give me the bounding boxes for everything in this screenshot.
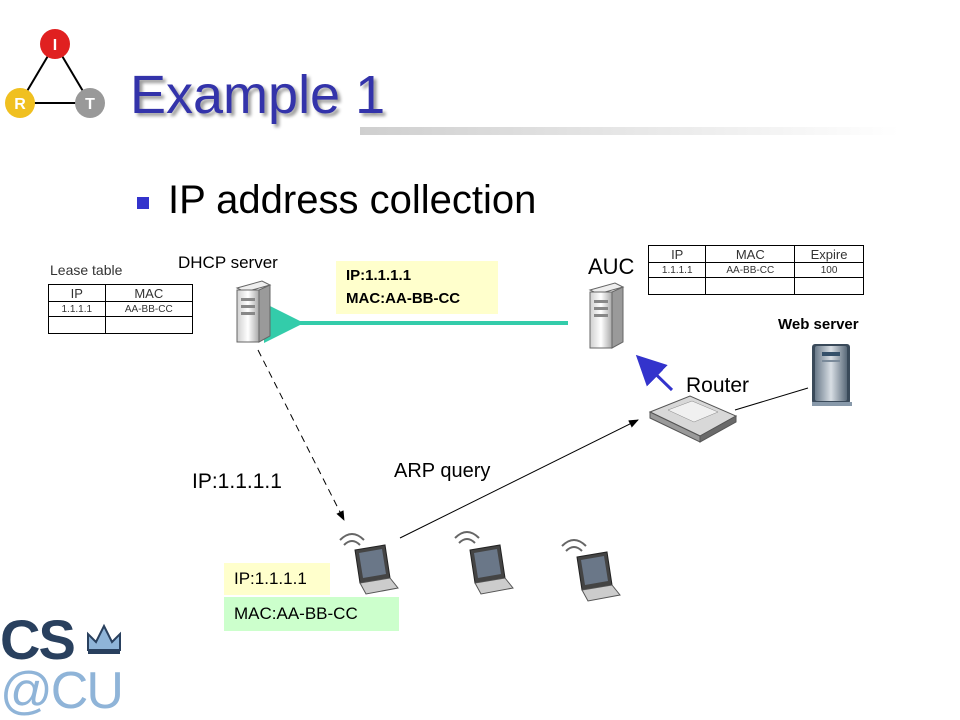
logo-r-circle <box>5 88 35 118</box>
arp-query-label: ARP query <box>394 460 491 482</box>
client-mac: MAC:AA-BB-CC <box>234 604 358 623</box>
laptop-client-3-icon <box>561 539 621 602</box>
auc-table: IP MAC Expire 1.1.1.1 AA-BB-CC 100 <box>647 245 864 295</box>
lease-table-caption: Lease table <box>50 262 123 278</box>
logo-cs-text: CS <box>0 608 76 671</box>
auc-label: AUC <box>588 254 635 279</box>
bullet-square-icon <box>137 197 149 209</box>
bullet-text: IP address collection <box>168 178 537 222</box>
router-webserver-link <box>734 387 809 411</box>
auc-message-box: IP:1.1.1.1 MAC:AA-BB-CC <box>336 261 498 314</box>
logo-t-circle <box>75 88 105 118</box>
dhcp-server-icon <box>235 280 272 343</box>
web-server-label: Web server <box>778 316 859 333</box>
client-mac-box: MAC:AA-BB-CC <box>224 597 399 631</box>
laptop-client-2-icon <box>454 531 514 595</box>
logo-cu-text: @CU <box>0 662 124 720</box>
logo-i-circle <box>40 29 70 59</box>
router-label: Router <box>686 374 750 397</box>
auc-server-icon <box>588 282 625 349</box>
client-ip: IP:1.1.1.1 <box>234 569 307 588</box>
title-underline <box>360 127 900 135</box>
lease-header-mac: MAC <box>104 284 194 302</box>
lease-cell <box>104 316 194 334</box>
logo-t-letter: T <box>85 96 95 113</box>
dhcp-to-client-arrow <box>257 349 345 521</box>
dhcp-server-label: DHCP server <box>178 253 278 272</box>
auc-cell <box>794 277 864 295</box>
dhcp-ip-label: IP:1.1.1.1 <box>192 470 282 493</box>
crown-icon <box>87 623 121 654</box>
logo-i-letter: I <box>53 37 57 54</box>
message-mac: MAC:AA-BB-CC <box>346 290 461 307</box>
laptop-client-1-icon <box>339 533 399 595</box>
router-to-auc-arrow <box>635 354 674 392</box>
auc-cell <box>647 277 707 295</box>
irt-logo: I R T <box>5 29 105 118</box>
arp-query-arrow <box>399 419 639 539</box>
lease-header-ip: IP <box>48 284 106 302</box>
logo-r-letter: R <box>14 96 26 113</box>
slide-title: Example 1 <box>130 65 386 125</box>
cs-cu-logo: CS @CU <box>0 612 130 720</box>
router-icon <box>648 395 738 443</box>
web-server-icon <box>812 344 852 406</box>
message-ip: IP:1.1.1.1 <box>346 267 412 284</box>
lease-table: IP MAC 1.1.1.1 AA-BB-CC <box>48 284 194 334</box>
client-ip-box: IP:1.1.1.1 <box>224 563 330 595</box>
